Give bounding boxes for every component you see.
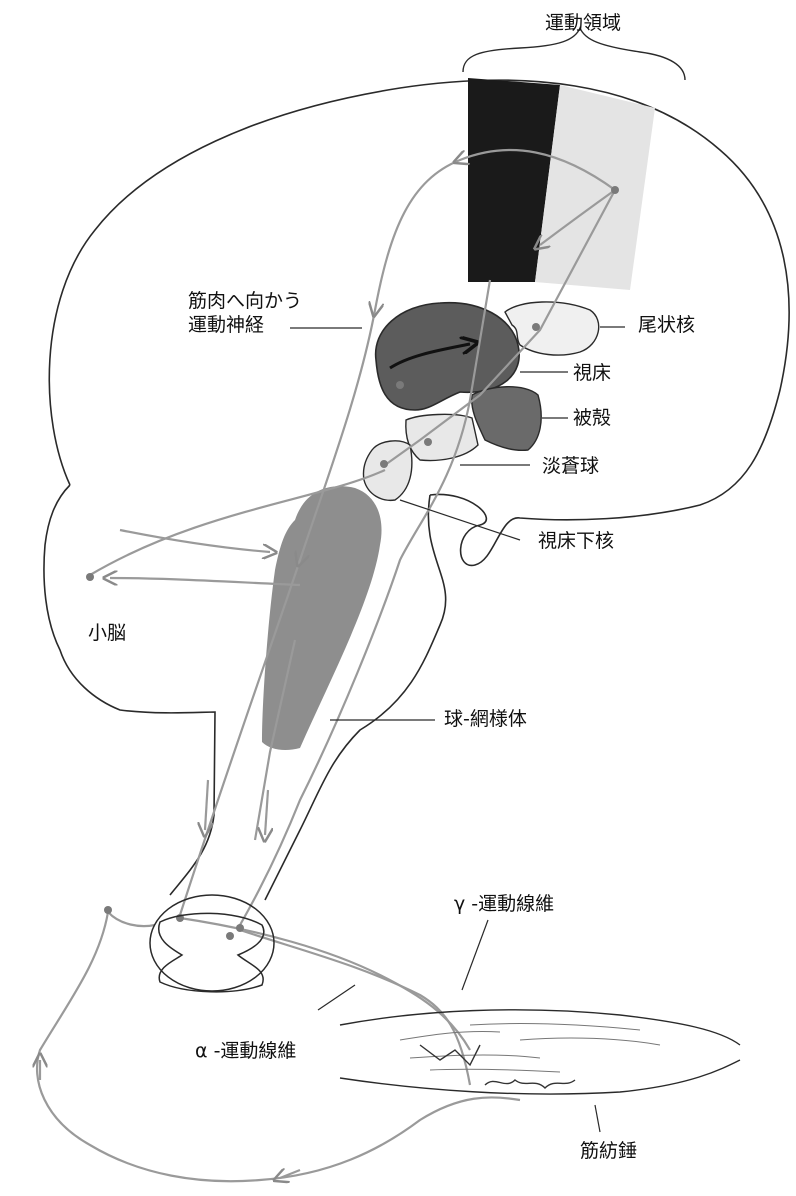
label-alpha-fiber: α -運動線維 xyxy=(195,1040,297,1062)
motor-cortex-dark xyxy=(468,78,560,282)
cerebellum-outline xyxy=(43,484,216,896)
label-spindle: 筋紡錘 xyxy=(580,1140,638,1162)
label-cerebellum: 小脳 xyxy=(88,622,127,644)
putamen-shape xyxy=(470,386,542,452)
label-motor-nerve: 筋肉へ向かう 運動神経 xyxy=(188,290,302,338)
label-caudate: 尾状核 xyxy=(638,314,696,336)
muscle-shape xyxy=(339,1009,741,1095)
brain-outline xyxy=(48,79,790,567)
leader-lines xyxy=(290,326,625,1133)
label-putamen: 被殻 xyxy=(573,407,612,429)
pathway-lines xyxy=(37,148,616,1181)
pathway-nodes xyxy=(86,186,619,940)
label-gamma-fiber: γ -運動線維 xyxy=(454,893,555,915)
label-motor-nerve-line1: 筋肉へ向かう xyxy=(188,290,303,312)
label-reticular: 球-網様体 xyxy=(444,708,527,730)
motor-area-bracket xyxy=(462,26,686,81)
globus-pallidus-upper xyxy=(405,413,479,462)
brainstem-outline xyxy=(264,494,447,901)
label-subthalamic: 視床下核 xyxy=(538,530,615,552)
label-globus-pallidus: 淡蒼球 xyxy=(542,455,600,477)
label-motor-nerve-line2: 運動神経 xyxy=(188,313,265,336)
spinal-cord-section xyxy=(149,894,275,993)
premotor-cortex-light xyxy=(535,85,655,290)
label-thalamus: 視床 xyxy=(573,362,612,384)
label-motor-area: 運動領域 xyxy=(545,12,622,34)
